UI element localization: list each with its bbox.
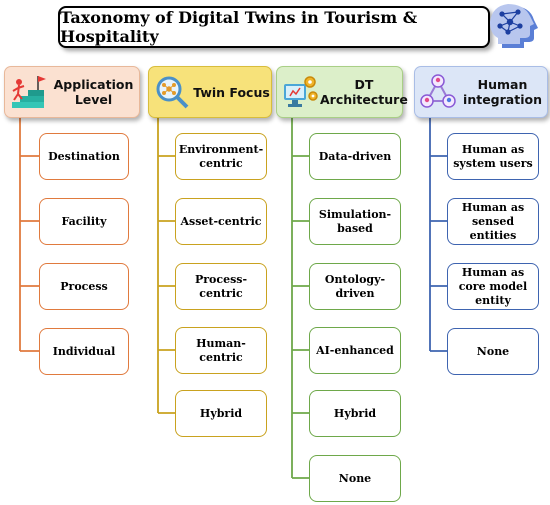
header-line2: Level xyxy=(74,92,113,107)
node-data-driven: Data-driven xyxy=(309,133,401,180)
application-connectors xyxy=(19,116,39,352)
node-none-human: None xyxy=(447,328,539,375)
people-network-icon xyxy=(420,74,456,108)
header-twin-focus: Twin Focus xyxy=(148,66,272,118)
computer-gears-icon xyxy=(284,76,318,107)
node-human-system-users: Human as system users xyxy=(447,133,539,180)
node-hybrid-architecture: Hybrid xyxy=(309,390,401,437)
header-dt-architecture: DT Architecture xyxy=(276,66,408,118)
header-line1: Human xyxy=(477,77,528,92)
node-hybrid-twin: Hybrid xyxy=(175,390,267,437)
node-destination: Destination xyxy=(39,133,129,180)
architecture-connectors xyxy=(291,116,309,479)
header-line1: Twin Focus xyxy=(193,84,270,100)
header-label: Human integration xyxy=(458,77,547,107)
twin-focus-connectors xyxy=(157,116,175,414)
header-label: DT Architecture xyxy=(320,77,408,107)
node-human-sensed-entities: Human as sensed entities xyxy=(447,198,539,245)
node-asset-centric: Asset-centric xyxy=(175,198,267,245)
node-none-architecture: None xyxy=(309,455,401,502)
human-connectors xyxy=(429,116,447,352)
diagram-title: Taxonomy of Digital Twins in Tourism & H… xyxy=(58,6,490,48)
node-ontology-driven: Ontology-driven xyxy=(309,263,401,310)
header-label: Twin Focus xyxy=(192,85,271,100)
header-application-level: Application Level xyxy=(4,66,140,118)
node-environment-centric: Environment-centric xyxy=(175,133,267,180)
header-line2: Architecture xyxy=(320,92,408,107)
header-line2: integration xyxy=(463,92,542,107)
header-human-integration: Human integration xyxy=(414,66,548,118)
node-individual: Individual xyxy=(39,328,129,375)
node-human-centric: Human-centric xyxy=(175,327,267,374)
header-label: Application Level xyxy=(48,77,139,107)
node-process-centric: Process-centric xyxy=(175,263,267,310)
brain-network-icon xyxy=(490,4,538,48)
node-simulation-based: Simulation-based xyxy=(309,198,401,245)
node-human-core-model: Human as core model entity xyxy=(447,263,539,310)
magnifier-network-icon xyxy=(156,76,189,109)
stairs-goal-icon xyxy=(12,76,46,108)
node-facility: Facility xyxy=(39,198,129,245)
header-line1: DT xyxy=(354,77,374,92)
header-line1: Application xyxy=(53,77,134,92)
node-process: Process xyxy=(39,263,129,310)
node-ai-enhanced: AI-enhanced xyxy=(309,327,401,374)
